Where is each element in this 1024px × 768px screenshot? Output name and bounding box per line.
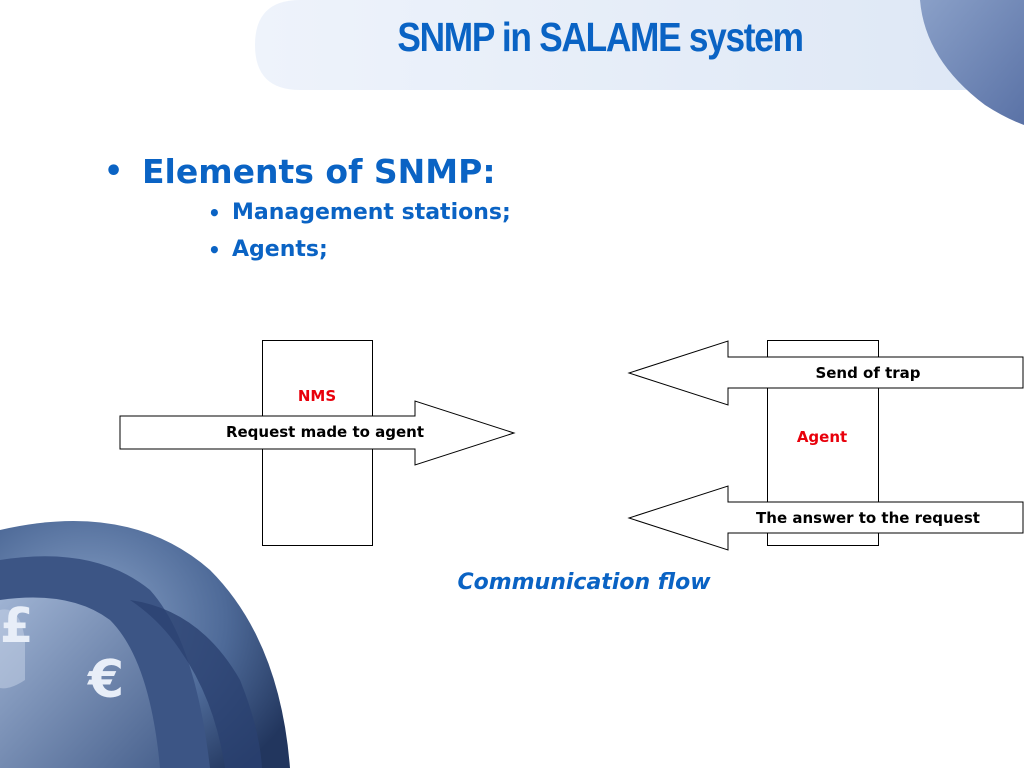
bullet-text: Elements of SNMP: bbox=[142, 151, 496, 191]
keyboard-photo bbox=[0, 521, 290, 768]
request-arrow bbox=[119, 400, 516, 466]
diagram-caption: Communication flow bbox=[457, 570, 711, 595]
bullet-dot: • bbox=[104, 153, 124, 189]
bullet-list: • Elements of SNMP: • Management station… bbox=[104, 148, 511, 268]
agent-label: Agent bbox=[796, 428, 848, 446]
bullet-text: Agents; bbox=[232, 237, 328, 262]
euro-icon: € bbox=[88, 650, 125, 710]
bullet-level2-management: • Management stations; bbox=[208, 194, 600, 231]
answer-arrow-label: The answer to the request bbox=[756, 509, 980, 527]
answer-arrow bbox=[627, 485, 1024, 551]
corner-shape bbox=[920, 0, 1024, 125]
header-band bbox=[255, 0, 1024, 90]
slide-title: SNMP in SALAME system bbox=[397, 14, 804, 60]
trap-arrow-label: Send of trap bbox=[815, 364, 921, 382]
nms-label: NMS bbox=[297, 387, 337, 405]
bullet-level1: • Elements of SNMP: bbox=[104, 148, 496, 194]
bullet-dot: • bbox=[208, 200, 221, 225]
trap-arrow bbox=[627, 340, 1024, 406]
key-edge-icon: £ bbox=[0, 598, 34, 654]
bullet-dot: • bbox=[208, 237, 221, 262]
request-arrow-label: Request made to agent bbox=[225, 423, 425, 441]
bullet-level2-agents: • Agents; bbox=[208, 231, 600, 268]
bullet-text: Management stations; bbox=[232, 200, 511, 225]
